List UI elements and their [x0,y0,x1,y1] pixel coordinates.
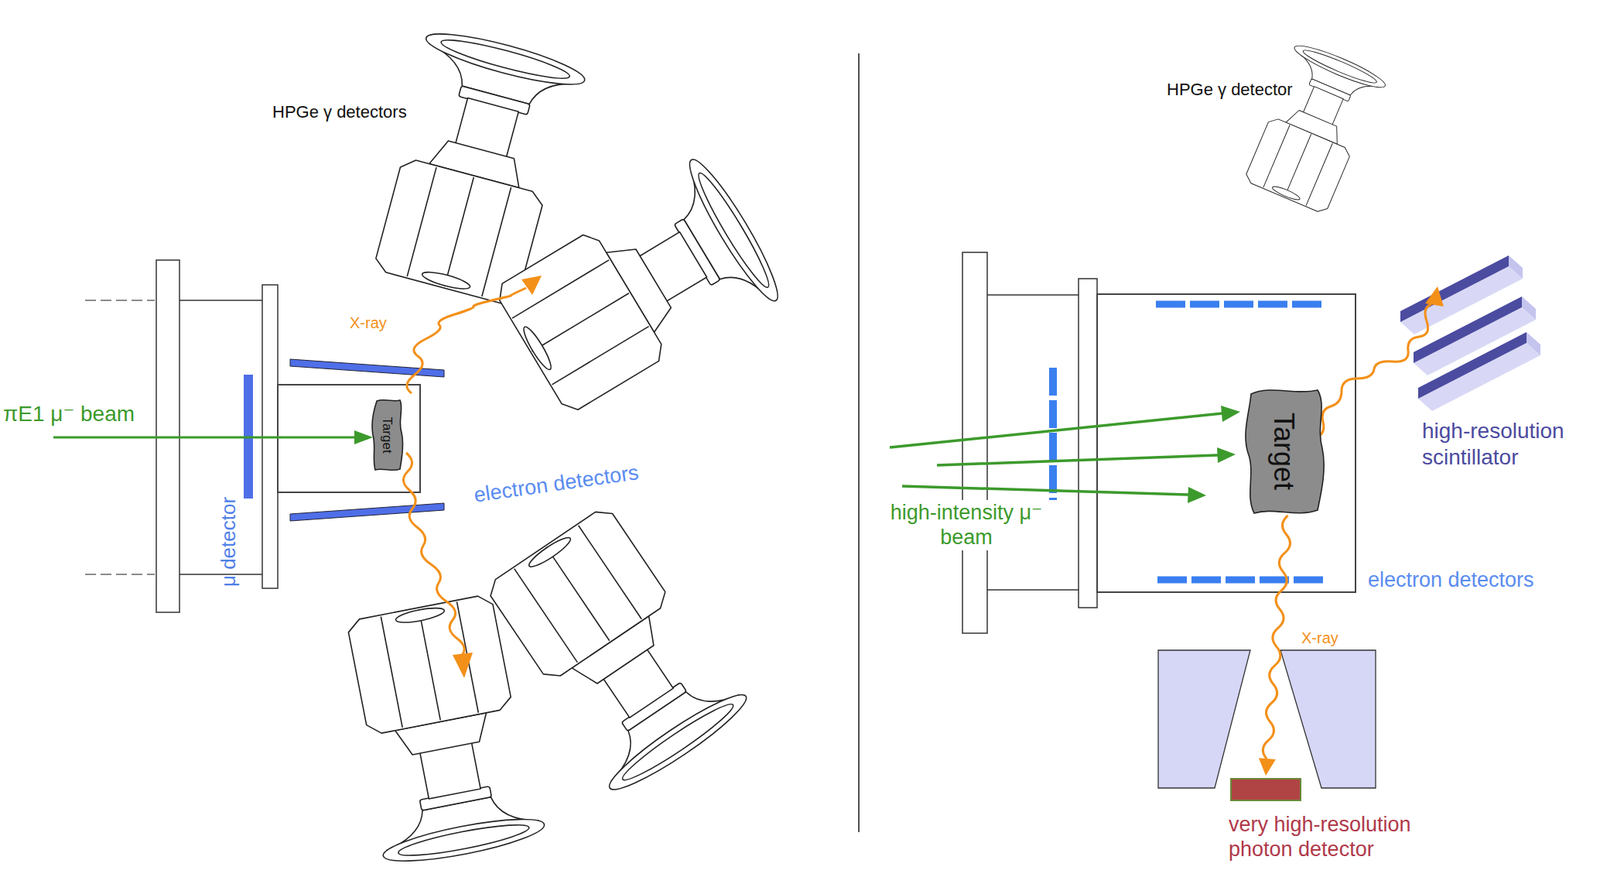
label-text: electron detectors [1367,567,1535,592]
node-text: Target [379,416,395,453]
label-text: X-ray [349,313,387,332]
edge-label: X-ray [1301,628,1339,647]
node-text: very high-resolution photon detector [1228,811,1469,862]
target-blob: Target [1240,386,1327,516]
label-text: electron detectors [471,459,640,508]
label-text: high-resolution scintillator [1422,417,1594,470]
label-text: πE1 μ⁻ beam [3,400,135,428]
arrowhead [1258,757,1276,776]
target-blob: Target [370,397,404,472]
xray-connector [1258,515,1291,776]
node-text: Target [1267,411,1300,489]
label-text: HPGe γ detector [1166,79,1293,100]
label-text: μ detector [216,496,241,587]
detector-box: very high-resolution photon detector [1230,777,1302,801]
label-text: high-intensity μ⁻ beam [874,499,1059,551]
xray-wave [1262,515,1290,759]
label-text: HPGe γ detectors [272,102,407,123]
